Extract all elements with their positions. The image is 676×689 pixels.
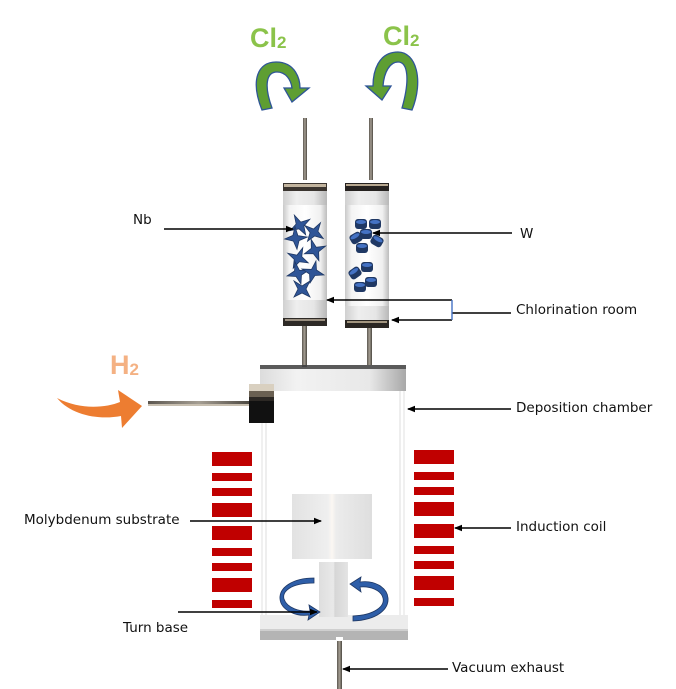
nb-particle [293, 279, 311, 298]
rotation-arrow-right [349, 576, 389, 622]
nb-particle [286, 246, 310, 270]
left-inlet-rod [303, 118, 307, 180]
h2-label: H2 [110, 350, 139, 380]
turn-base-shaft [319, 562, 348, 617]
right-inlet-rod [369, 118, 373, 180]
nb-particle [289, 213, 312, 236]
deposition-chamber-label: Deposition chamber [516, 400, 653, 416]
rotation-arrow-left [279, 577, 321, 621]
cl2-left-label: Cl2 [250, 23, 287, 53]
vacuum-exhaust-pipe [337, 640, 342, 689]
left-connector-rod [302, 326, 307, 368]
nb-particle [303, 221, 325, 243]
induction-coil-left [212, 452, 252, 608]
cl2-right-label: Cl2 [383, 21, 420, 51]
turn-base-label: Turn base [123, 620, 189, 636]
molybdenum-substrate-label: Molybdenum substrate [24, 512, 180, 528]
nb-particle [303, 237, 327, 262]
w-particle [348, 266, 362, 280]
h2-inlet-valve [249, 384, 274, 423]
w-label: W [520, 226, 534, 242]
vacuum-exhaust-label: Vacuum exhaust [452, 660, 565, 676]
nb-particle [283, 225, 309, 251]
h2-inlet-pipe [148, 401, 250, 406]
induction-coil-right [414, 450, 454, 606]
cl2-inlet-arrow-right [364, 51, 419, 111]
molybdenum-substrate [292, 494, 372, 559]
nb-particle [300, 259, 326, 285]
w-particles [348, 219, 384, 292]
chlorination-tube-w [345, 183, 389, 328]
nb-particles [283, 213, 327, 298]
cl2-inlet-arrow-left [255, 61, 311, 111]
nb-particle [285, 260, 311, 286]
right-connector-rod [367, 328, 372, 368]
nb-label: Nb [133, 212, 152, 228]
h2-inlet-arrow [57, 390, 142, 428]
induction-coil-label: Induction coil [516, 519, 607, 535]
chlorination-room-label: Chlorination room [516, 302, 638, 318]
